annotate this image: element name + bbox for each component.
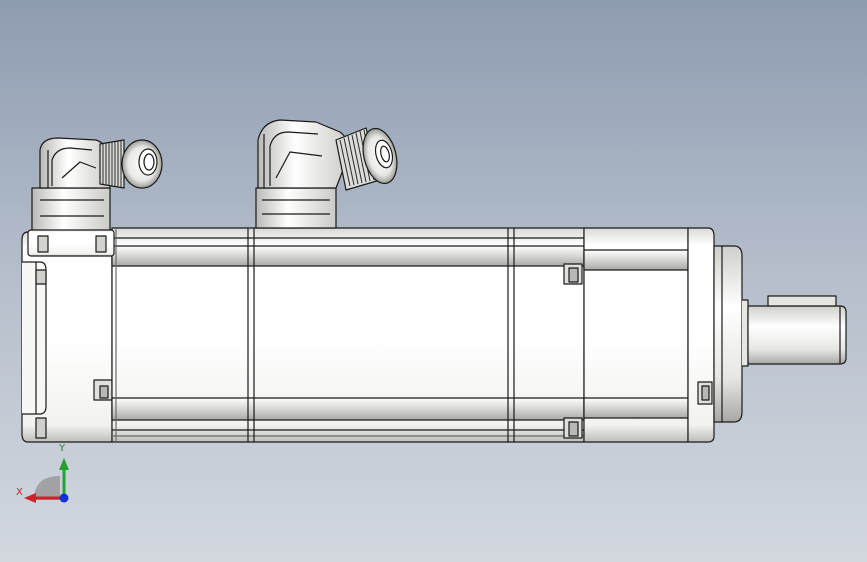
encoder-connector [255,119,398,229]
z-axis-dot [59,493,69,503]
mounting-flange [687,227,715,443]
output-shaft [747,305,847,365]
motor-housing [21,227,847,443]
upper-rib [111,245,585,267]
triad-plane [34,476,60,500]
power-connector [27,137,163,257]
y-axis-label: Y [59,443,66,454]
lower-rib [111,397,585,421]
shaft-key [767,295,837,307]
coordinate-triad [24,458,69,503]
knurl-lines-left [102,141,122,187]
pilot-boss [713,245,743,423]
x-axis-label: X [16,487,23,498]
